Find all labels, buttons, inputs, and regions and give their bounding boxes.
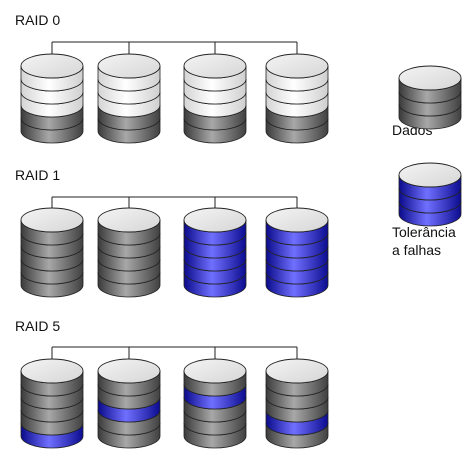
raid1-disk-3 <box>183 207 247 298</box>
raid5-disk-3 <box>183 358 247 449</box>
group-title-raid1: RAID 1 <box>15 167 60 183</box>
disk-shapes <box>20 41 462 449</box>
raid5-disk-2 <box>97 358 161 449</box>
legend-label-fault-tolerance-line2: a falhas <box>392 242 441 258</box>
group-title-raid0: RAID 0 <box>15 12 60 28</box>
raid1-disk-1-top <box>20 207 84 233</box>
raid5-disk-2-top <box>97 358 161 384</box>
raid1-disk-4-top <box>265 207 329 233</box>
legend-disk-data <box>398 65 462 130</box>
legend-disk-fault-tolerance-top <box>398 162 462 188</box>
raid0-disk-2-top <box>97 53 161 79</box>
raid0-disk-3-top <box>183 53 247 79</box>
raid5-disk-1 <box>20 358 84 449</box>
raid5-disk-3-top <box>183 358 247 384</box>
raid0-disk-2 <box>97 53 161 144</box>
raid0-disk-1 <box>20 53 84 144</box>
raid5-disk-1-top <box>20 358 84 384</box>
raid5-disk-4-top <box>265 358 329 384</box>
group-title-raid5: RAID 5 <box>15 318 60 334</box>
legend-disk-data-top <box>398 65 462 91</box>
raid0-disk-4-top <box>265 53 329 79</box>
raid1-disk-4 <box>265 207 329 298</box>
raid1-disk-2 <box>97 207 161 298</box>
raid1-disk-3-top <box>183 207 247 233</box>
raid1-disk-2-top <box>97 207 161 233</box>
raid1-disk-1 <box>20 207 84 298</box>
raid0-disk-1-top <box>20 53 84 79</box>
legend-disk-fault-tolerance <box>398 162 462 227</box>
legend-label-fault-tolerance-line1: Tolerância <box>392 224 456 240</box>
raid5-disk-4 <box>265 358 329 449</box>
raid0-disk-3 <box>183 53 247 144</box>
legend-label-fault-tolerance: Tolerância a falhas <box>392 224 460 258</box>
raid0-disk-4 <box>265 53 329 144</box>
